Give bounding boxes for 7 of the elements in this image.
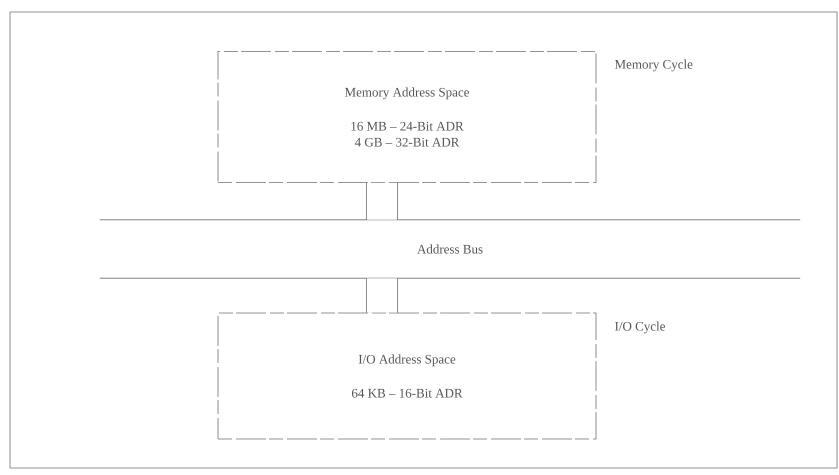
address-space-box: Memory Address Space 16 MB – 24-Bit ADR 4 GB – 32-Bit ADR: [218, 51, 596, 183]
bus-connector: [366, 182, 398, 220]
bus-connector: [366, 278, 398, 313]
address-space-box: I/O Address Space 64 KB – 16-Bit ADR: [218, 312, 596, 440]
cycle-label: I/O Cycle: [615, 322, 665, 334]
cycle-label: Memory Cycle: [614, 60, 692, 72]
bus-band: Address Bus: [99, 219, 801, 279]
